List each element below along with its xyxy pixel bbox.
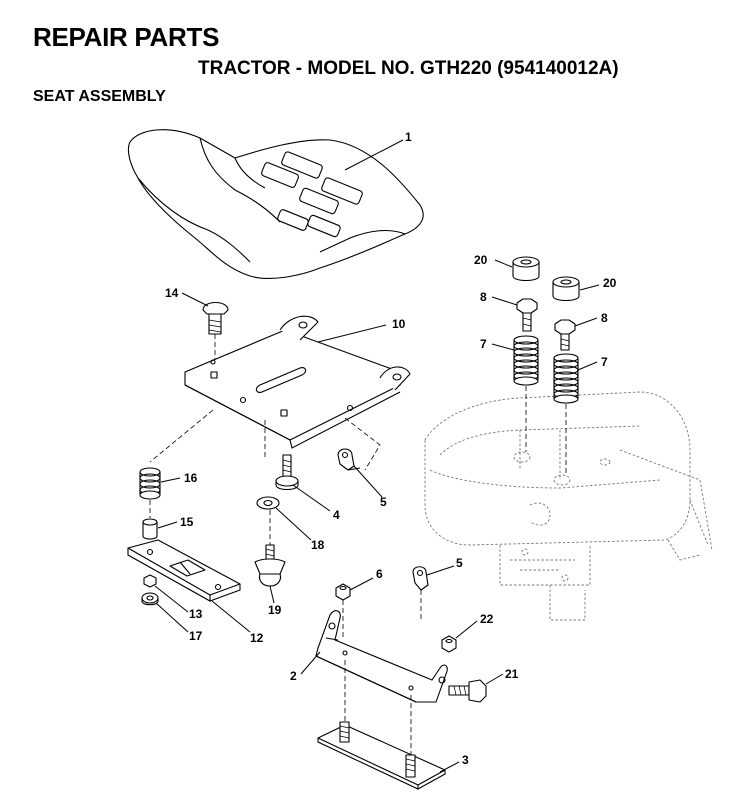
callout-1: 1 — [405, 130, 412, 144]
callout-21: 21 — [505, 667, 519, 681]
callout-22: 22 — [480, 612, 494, 626]
callout-12: 12 — [250, 631, 264, 645]
callout-3: 3 — [462, 753, 469, 767]
callout-2: 2 — [290, 669, 297, 683]
callout-5-lower: 5 — [456, 556, 463, 570]
callout-5-upper: 5 — [380, 495, 387, 509]
clip-part-5-upper — [337, 448, 361, 471]
callout-6: 6 — [376, 567, 383, 581]
bolt-part-8-left — [516, 298, 538, 332]
bracket-part-2 — [315, 610, 448, 703]
callout-17: 17 — [189, 629, 203, 643]
nut-part-13 — [143, 574, 157, 588]
spring-part-16 — [139, 467, 161, 500]
tractor-body-ghost — [424, 391, 713, 621]
callout-20-right: 20 — [603, 276, 617, 290]
spacer-part-15 — [142, 518, 158, 540]
callout-4: 4 — [333, 508, 340, 522]
stud-plate-part-3 — [317, 721, 446, 790]
washer-part-17 — [141, 592, 159, 606]
callout-15: 15 — [180, 515, 194, 529]
page-title: REPAIR PARTS — [33, 22, 220, 52]
callout-16: 16 — [184, 471, 198, 485]
nut-part-6 — [335, 583, 351, 601]
callout-8-left: 8 — [480, 290, 487, 304]
bushing-part-20-left — [512, 256, 540, 282]
callout-7-left: 7 — [480, 337, 487, 351]
bushing-part-20-right — [552, 276, 580, 302]
callout-18: 18 — [311, 538, 325, 552]
washer-part-18 — [256, 496, 280, 510]
callout-14: 14 — [165, 286, 179, 300]
spring-part-7-left — [513, 335, 539, 386]
slide-rail-part-12 — [127, 539, 241, 602]
callout-19: 19 — [268, 603, 282, 617]
seat-plate-part-10 — [184, 315, 411, 449]
leader-lines — [154, 139, 600, 773]
seat-part-1 — [127, 129, 424, 279]
knob-part-19 — [254, 544, 286, 587]
bolt-part-14 — [202, 301, 229, 368]
model-subtitle: TRACTOR - MODEL NO. GTH220 (954140012A) — [198, 58, 619, 79]
spring-part-7-right — [553, 353, 579, 404]
callout-7-right: 7 — [601, 355, 608, 369]
callout-10: 10 — [392, 317, 406, 331]
callout-13: 13 — [189, 607, 203, 621]
callout-20-left: 20 — [474, 253, 488, 267]
bolt-part-21 — [448, 679, 487, 703]
section-title: SEAT ASSEMBLY — [33, 88, 166, 105]
clip-part-5-lower — [412, 566, 429, 620]
callout-labels: 1 14 10 20 20 8 8 7 7 16 15 4 5 18 19 12… — [165, 130, 617, 767]
callout-8-right: 8 — [601, 311, 608, 325]
bolt-part-4 — [275, 454, 299, 491]
nut-part-22 — [441, 635, 457, 653]
bolt-part-8-right — [554, 319, 576, 351]
